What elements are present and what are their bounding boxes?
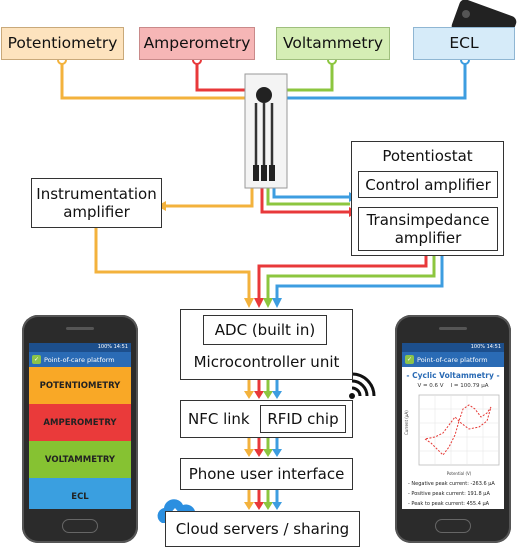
current-readout: I = 100.79 μA	[450, 383, 489, 389]
voltammetry-button[interactable]: VOLTAMMETRY	[29, 441, 131, 478]
peak-to-peak-result: - Peak to peak current: 455.4 μA	[408, 501, 490, 507]
sensor-strip	[244, 73, 288, 189]
transimpedance-label-line1: Transimpedance	[366, 211, 490, 229]
arrow-adc-blue	[272, 298, 282, 308]
potentiometry-box: Potentiometry	[1, 27, 124, 60]
arrow-adc-orange	[244, 298, 254, 308]
cv-plot: Current (μA) Potential (V)	[404, 394, 500, 476]
earpiece	[66, 327, 94, 330]
positive-peak-result: - Positive peak current: 191.8 μA	[408, 491, 490, 497]
y-axis-label: Current (μA)	[404, 410, 409, 435]
phone-user-interface-box: Phone user interface	[180, 458, 353, 490]
status-bar: 100% 14:51	[29, 343, 131, 352]
potentiostat-red-wire	[257, 256, 428, 298]
app-bar: ✓ Point-of-care platform	[402, 352, 504, 367]
sensor-wire-green	[266, 188, 350, 206]
control-amplifier-box: Control amplifier	[358, 171, 498, 198]
voltammetry-box: Voltammetry	[276, 27, 390, 60]
home-button[interactable]	[435, 519, 471, 533]
microcontroller-label: Microcontroller unit	[193, 353, 340, 371]
transimpedance-amplifier-box: Transimpedance amplifier	[358, 207, 498, 251]
sensor-to-instrumentation-wire	[166, 188, 254, 208]
earpiece	[439, 327, 467, 330]
amperometry-button[interactable]: AMPEROMETRY	[29, 404, 131, 441]
cloud-servers-box: Cloud servers / sharing	[165, 511, 360, 547]
left-phone-screen: 100% 14:51 ✓ Point-of-care platform POTE…	[29, 343, 131, 509]
sensor-wire-blue	[272, 188, 350, 199]
nfc-link-label: NFC link	[188, 410, 250, 428]
app-bar: ✓ Point-of-care platform	[29, 352, 131, 367]
potentiostat-label: Potentiostat	[382, 147, 473, 165]
app-title: Point-of-care platform	[417, 355, 488, 364]
x-axis-label: Potential (V)	[447, 471, 472, 476]
potentiometry-button[interactable]: POTENTIOMETRY	[29, 367, 131, 404]
arrow-adc-red	[254, 298, 264, 308]
ecl-box: ECL	[413, 27, 515, 60]
rfid-chip-box: RFID chip	[260, 405, 346, 433]
instrumentation-label-line1: Instrumentation	[36, 185, 157, 203]
readouts: V = 0.6 V I = 100.79 μA	[402, 383, 504, 389]
ecl-button[interactable]: ECL	[29, 478, 131, 509]
potentiostat-green-wire	[266, 256, 436, 298]
arrow-adc-green	[263, 298, 273, 308]
amperometry-box: Amperometry	[139, 27, 255, 60]
right-phone-screen: 100% 14:51 ✓ Point-of-care platform - Cy…	[402, 343, 504, 509]
potentiometry-wire	[60, 60, 250, 100]
arrows-nfc-to-ui	[244, 438, 282, 457]
ecl-wire	[282, 60, 467, 100]
adc-box: ADC (built in)	[203, 315, 327, 345]
negative-peak-result: - Negative peak current: -263.6 μA	[408, 481, 495, 487]
right-phone: 100% 14:51 ✓ Point-of-care platform - Cy…	[395, 315, 511, 543]
sensor-wire-red	[260, 188, 350, 214]
left-phone: 100% 14:51 ✓ Point-of-care platform POTE…	[22, 315, 138, 543]
instrumentation-label-line2: amplifier	[63, 203, 130, 221]
voltammetry-wire	[282, 60, 334, 92]
app-logo-icon: ✓	[405, 355, 414, 364]
transimpedance-label-line2: amplifier	[394, 229, 462, 247]
arrows-ui-to-cloud	[244, 490, 282, 510]
plot-title: - Cyclic Voltammetry -	[406, 371, 500, 380]
amperometry-wire	[195, 60, 252, 92]
cv-curve	[424, 404, 492, 456]
status-bar: 100% 14:51	[402, 343, 504, 352]
wireless-signal-icon	[349, 372, 376, 399]
arrows-mcu-to-nfc	[244, 380, 282, 399]
app-title: Point-of-care platform	[44, 355, 115, 364]
app-logo-icon: ✓	[32, 355, 41, 364]
instrumentation-amplifier-box: Instrumentation amplifier	[31, 178, 162, 228]
home-button[interactable]	[62, 519, 98, 533]
instrumentation-to-adc-wire	[94, 228, 251, 298]
potentiostat-blue-wire	[275, 256, 444, 298]
voltage-readout: V = 0.6 V	[417, 383, 444, 389]
